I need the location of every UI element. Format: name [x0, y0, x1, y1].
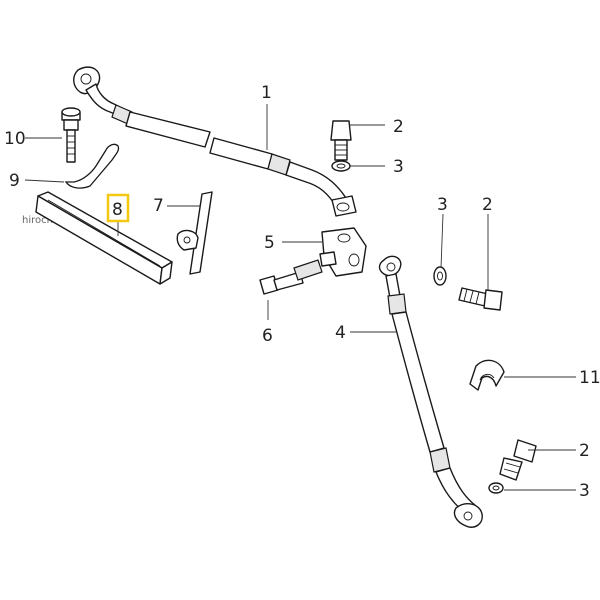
- callout-8: 8: [112, 200, 123, 220]
- callout-3-top: 3: [393, 157, 404, 177]
- callout-10: 10: [4, 129, 26, 149]
- callout-5: 5: [264, 233, 275, 253]
- part-7-bracket: [176, 191, 213, 275]
- part-3-washer-top: [331, 160, 351, 172]
- callout-2-bottom: 2: [579, 441, 590, 461]
- part-9-wire-clip: [64, 143, 120, 189]
- part-2-bolt-top: [330, 120, 352, 161]
- callout-1: 1: [261, 83, 272, 103]
- part-10-bolt: [61, 107, 81, 163]
- callout-7: 7: [153, 196, 164, 216]
- part-4-hose: [378, 255, 483, 528]
- leader-lines: [24, 104, 576, 491]
- watermark-text: hirochi: [22, 215, 56, 226]
- callout-3-right: 3: [437, 195, 448, 215]
- part-6-bolt: [259, 259, 323, 295]
- part-2-bolt-right: [458, 287, 503, 311]
- callout-2-top: 2: [393, 117, 404, 137]
- callout-3-bottom: 3: [579, 481, 590, 501]
- part-3-washer-right: [433, 266, 447, 286]
- part-11-clip: [469, 359, 505, 391]
- part-2-bolt-bottom: [499, 439, 537, 481]
- callout-4: 4: [335, 323, 346, 343]
- part-1-upper-pipe: [73, 66, 357, 217]
- part-8-rubber-strip: [35, 191, 173, 285]
- highlight-box: [106, 193, 130, 223]
- callout-2-right: 2: [482, 195, 493, 215]
- part-3-washer-bottom: [488, 482, 504, 494]
- callout-9: 9: [9, 171, 20, 191]
- part-5-junction: [319, 227, 367, 277]
- callout-6: 6: [262, 326, 273, 346]
- callout-11: 11: [579, 368, 600, 388]
